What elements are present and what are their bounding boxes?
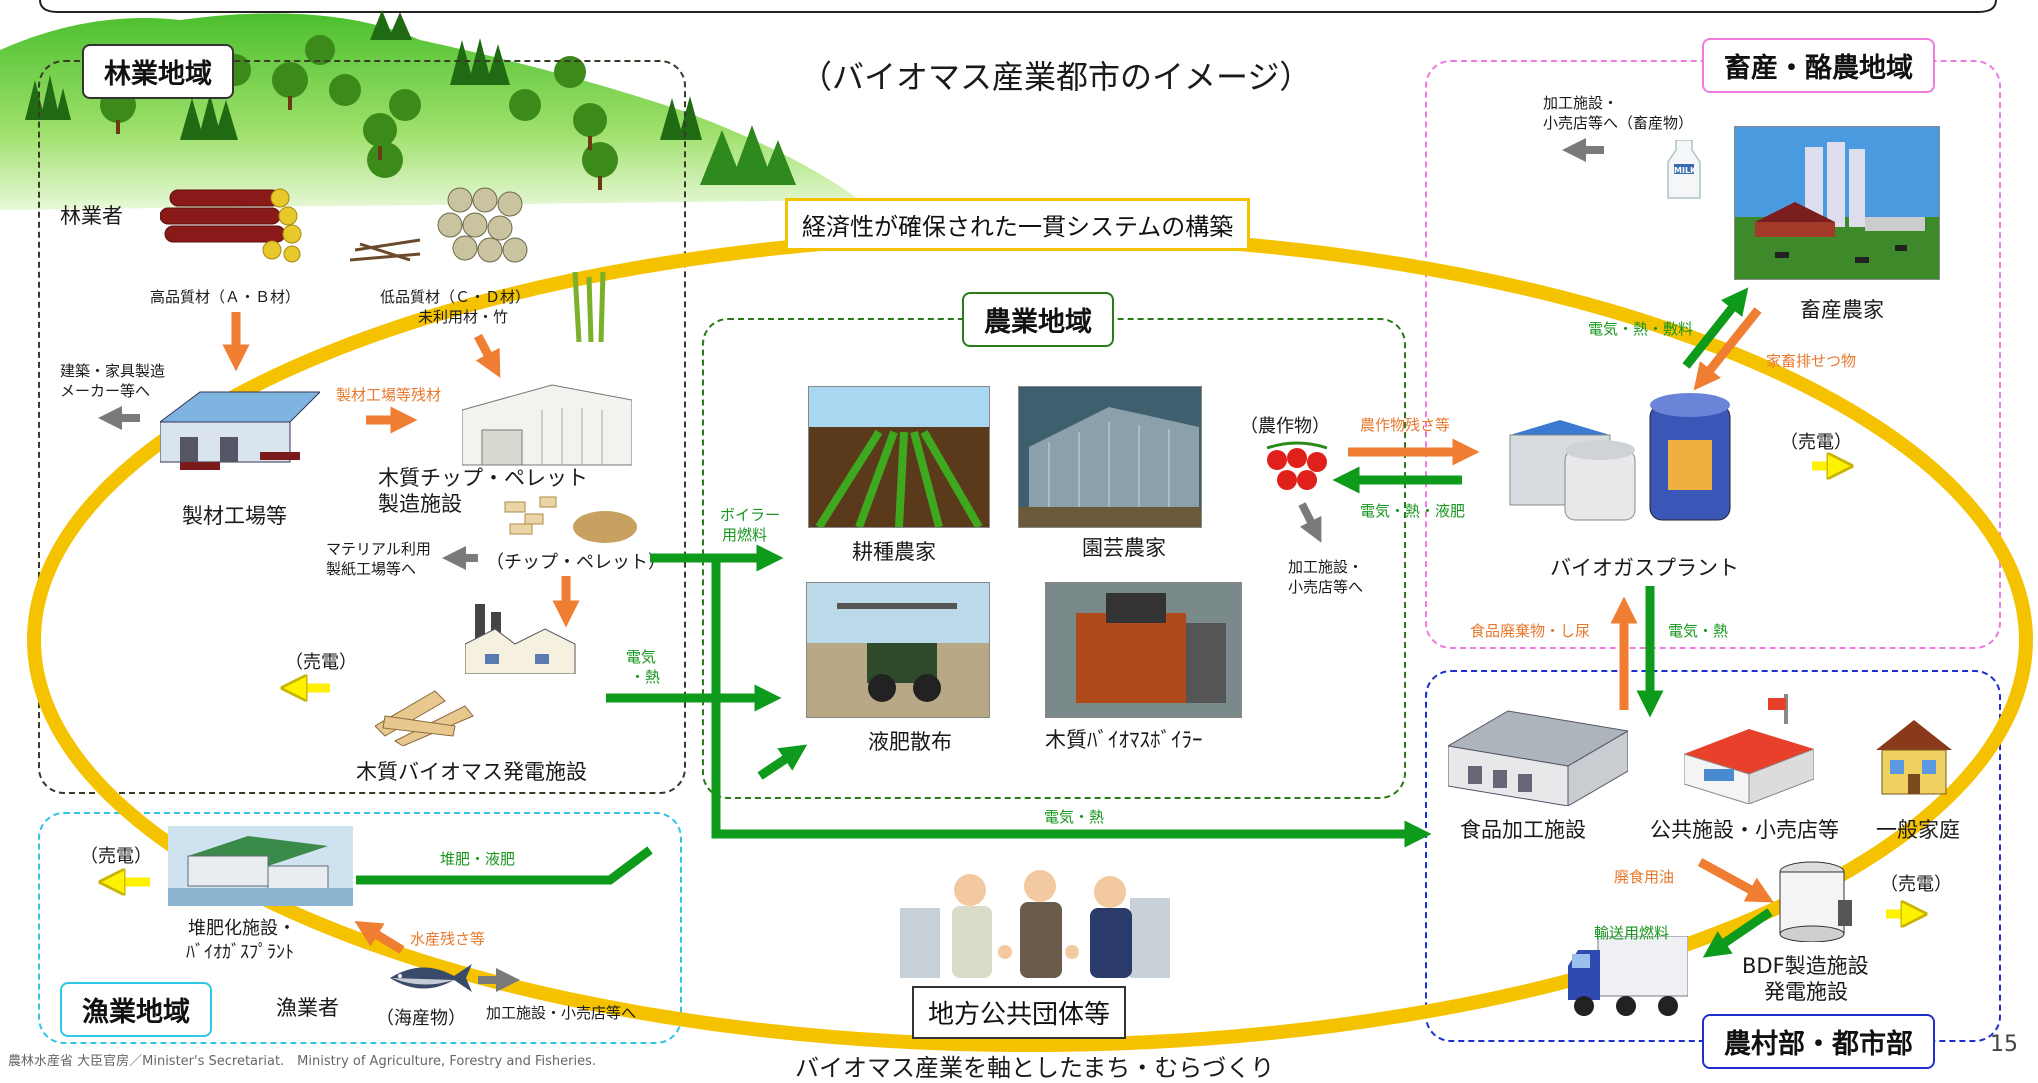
biogas-plant-icon xyxy=(1509,393,1731,521)
wood-boiler-label: 木質ﾊﾞｲｵﾏｽﾎﾞｲﾗｰ xyxy=(1045,728,1203,752)
greenhouse-photo xyxy=(1018,386,1202,528)
firewood-icon xyxy=(375,690,474,746)
crop-farmer-label: 耕種農家 xyxy=(852,540,936,564)
fish-residue-label: 水産残さ等 xyxy=(410,930,486,948)
compost-facility-label-2: ﾊﾞｲｵｶﾞｽﾌﾟﾗﾝﾄ xyxy=(186,942,294,963)
waste-oil-label: 廃食用油 xyxy=(1614,868,1675,886)
sawmill-residue-label: 製材工場等残材 xyxy=(336,386,442,404)
household-label: 一般家庭 xyxy=(1876,818,1960,842)
compost-liquid-label: 堆肥・液肥 xyxy=(440,850,516,868)
milk-bottle-icon xyxy=(1667,140,1701,199)
chip-pellet-label: （チップ・ペレット） xyxy=(486,552,666,573)
footer: 農林水産省 大臣官房／Minister's Secretariat. Minis… xyxy=(8,1054,596,1069)
fishery-sell-power-label: （売電） xyxy=(80,846,152,867)
chip-facility-label-1: 木質チップ・ペレット xyxy=(378,466,588,490)
chip-factory-icon xyxy=(462,384,632,466)
crop-residue-label: 農作物残さ等 xyxy=(1360,416,1451,434)
bdf-facility-label-1: BDF製造施設 xyxy=(1742,954,1869,978)
handshake-icon xyxy=(900,870,1170,978)
agri-processing-label-2: 小売店等へ xyxy=(1288,578,1364,596)
elec-heat-liquid-label: 電気・熱・液肥 xyxy=(1360,502,1466,520)
livestock-region-label: 畜産・酪農地域 xyxy=(1702,38,1935,93)
forestry-sell-power-label: （売電） xyxy=(285,652,357,673)
liquid-fertilizer-label: 液肥散布 xyxy=(868,730,952,754)
livestock-processing-label-2: 小売店等へ（畜産物） xyxy=(1543,114,1694,132)
biomass-power-plant-label: 木質バイオマス発電施設 xyxy=(356,760,587,784)
compost-facility-icon xyxy=(168,826,353,906)
agriculture-region-label: 農業地域 xyxy=(962,292,1114,347)
forestry-region-box xyxy=(38,60,686,794)
food-processing-icon xyxy=(1448,710,1628,806)
livestock-elec-heat-label: 電気・熱 xyxy=(1668,622,1729,640)
fishery-region-label: 漁業地域 xyxy=(60,982,212,1037)
biogas-plant-label: バイオガスプラント xyxy=(1550,556,1739,580)
livestock-sell-power-label: （売電） xyxy=(1780,432,1852,453)
low-quality-log-icon xyxy=(350,187,528,263)
wood-chip-icon xyxy=(504,496,637,543)
fisher-label: 漁業者 xyxy=(276,996,339,1020)
forester-label: 林業者 xyxy=(60,204,123,228)
chip-facility-label-2: 製造施設 xyxy=(378,492,462,516)
public-retail-label: 公共施設・小売店等 xyxy=(1650,818,1839,842)
milk-label: MILK xyxy=(1674,166,1697,175)
transport-fuel-label: 輸送用燃料 xyxy=(1594,924,1670,942)
unused-wood-label: 未利用材・竹 xyxy=(418,308,509,326)
fish-icon xyxy=(390,964,472,992)
boiler-fuel-label-2: 用燃料 xyxy=(722,526,768,544)
bdf-facility-label-2: 発電施設 xyxy=(1764,980,1848,1004)
liquid-fertilizer-photo xyxy=(806,582,990,718)
horticulture-farmer-label: 園芸農家 xyxy=(1082,536,1166,560)
manure-label: 家畜排せつ物 xyxy=(1766,352,1857,370)
boiler-fuel-label-1: ボイラー xyxy=(720,506,781,524)
fishery-region-box xyxy=(38,812,682,1044)
bamboo-icon xyxy=(572,272,606,342)
seafood-label: （海産物） xyxy=(376,1008,466,1029)
elec-heat-label-2: ・熱 xyxy=(630,668,661,686)
agri-processing-label-1: 加工施設・ xyxy=(1288,558,1364,576)
low-quality-wood-label: 低品質材（Ｃ・Ｄ材） xyxy=(380,288,531,306)
crop-field-photo xyxy=(808,386,990,528)
truck-icon xyxy=(1568,936,1688,1016)
fishery-processing-label: 加工施設・小売店等へ xyxy=(486,1004,637,1022)
system-label: 経済性が確保された一貫システムの構築 xyxy=(785,198,1251,251)
local-government-label: 地方公共団体等 xyxy=(912,986,1127,1039)
high-quality-wood-label: 高品質材（Ａ・Ｂ材） xyxy=(150,288,301,306)
top-frame xyxy=(39,0,1997,13)
wood-boiler-photo xyxy=(1045,582,1242,718)
material-use-label-2: 製紙工場等へ xyxy=(326,560,417,578)
urban-sell-power-label: （売電） xyxy=(1880,874,1952,895)
page-number: 15 xyxy=(1990,1032,2018,1057)
livestock-farmer-label: 畜産農家 xyxy=(1800,298,1884,322)
forestry-region-label: 林業地域 xyxy=(82,44,234,99)
factory-icon xyxy=(465,604,576,674)
food-processing-label: 食品加工施設 xyxy=(1460,818,1586,842)
food-waste-label: 食品廃棄物・し尿 xyxy=(1470,622,1591,640)
elec-heat-bottom-label: 電気・熱 xyxy=(1044,808,1105,826)
sawmill-icon xyxy=(160,391,320,470)
material-use-label-1: マテリアル利用 xyxy=(326,540,431,558)
tomato-icon xyxy=(1266,441,1328,490)
public-retail-icon xyxy=(1684,694,1814,804)
livestock-farm-photo xyxy=(1734,126,1940,280)
compost-facility-label-1: 堆肥化施設・ xyxy=(188,918,296,939)
page-title: （バイオマス産業都市のイメージ） xyxy=(800,58,1312,96)
sawmill-label: 製材工場等 xyxy=(182,504,287,528)
house-icon xyxy=(1876,720,1952,795)
urban-region-label: 農村部・都市部 xyxy=(1702,1014,1935,1069)
tank-icon xyxy=(1779,861,1852,942)
log-pile-icon xyxy=(160,188,302,263)
livestock-processing-label-1: 加工施設・ xyxy=(1543,94,1619,112)
building-maker-label-2: メーカー等へ xyxy=(60,382,151,400)
elec-heat-bedding-label: 電気・熱・敷料 xyxy=(1588,320,1694,338)
forest-trees xyxy=(25,10,796,190)
crops-label: （農作物） xyxy=(1240,416,1330,437)
building-maker-label-1: 建築・家具製造 xyxy=(60,362,166,380)
elec-heat-label-1: 電気 xyxy=(626,648,657,666)
